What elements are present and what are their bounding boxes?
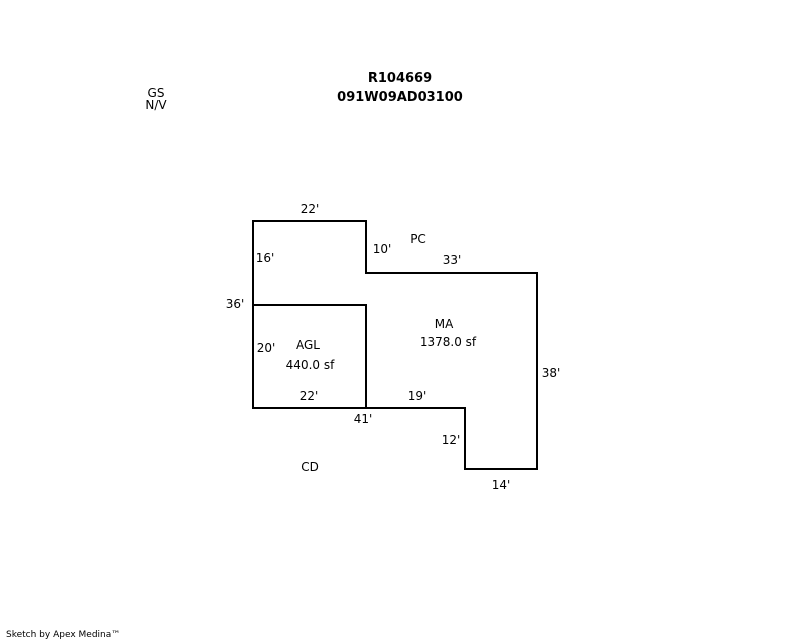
- dimension-label: 36': [225, 297, 245, 311]
- area-sqft-ma: 1378.0 sf: [419, 335, 477, 349]
- area-label-pc: PC: [410, 232, 426, 246]
- corner-note-line1: GS: [147, 86, 165, 100]
- map-number: 091W09AD03100: [337, 90, 463, 105]
- footer-credit: Sketch by Apex Medina™: [6, 630, 121, 640]
- dimension-label: 41': [353, 412, 373, 426]
- dimension-label: 12': [441, 433, 461, 447]
- dimension-label: 22': [300, 202, 320, 216]
- area-sqft-agl: 440.0 sf: [285, 358, 335, 372]
- dimension-label: 20': [256, 341, 276, 355]
- parcel-id: R104669: [367, 71, 433, 86]
- dimension-label: 38': [541, 366, 561, 380]
- dimension-label: 16': [255, 251, 275, 265]
- area-label-agl: AGL: [296, 338, 320, 352]
- corner-note-line2: N/V: [145, 98, 167, 112]
- dimension-label: 22': [299, 389, 319, 403]
- dimension-label: 19': [407, 389, 427, 403]
- dimension-label: 33': [442, 253, 462, 267]
- area-label-cd: CD: [301, 460, 319, 474]
- agl-garage-outline: [253, 304, 367, 408]
- area-label-ma: MA: [434, 317, 454, 331]
- dimension-label: 14': [491, 478, 511, 492]
- dimension-label: 10': [372, 242, 392, 256]
- main-building-outline: [252, 220, 538, 470]
